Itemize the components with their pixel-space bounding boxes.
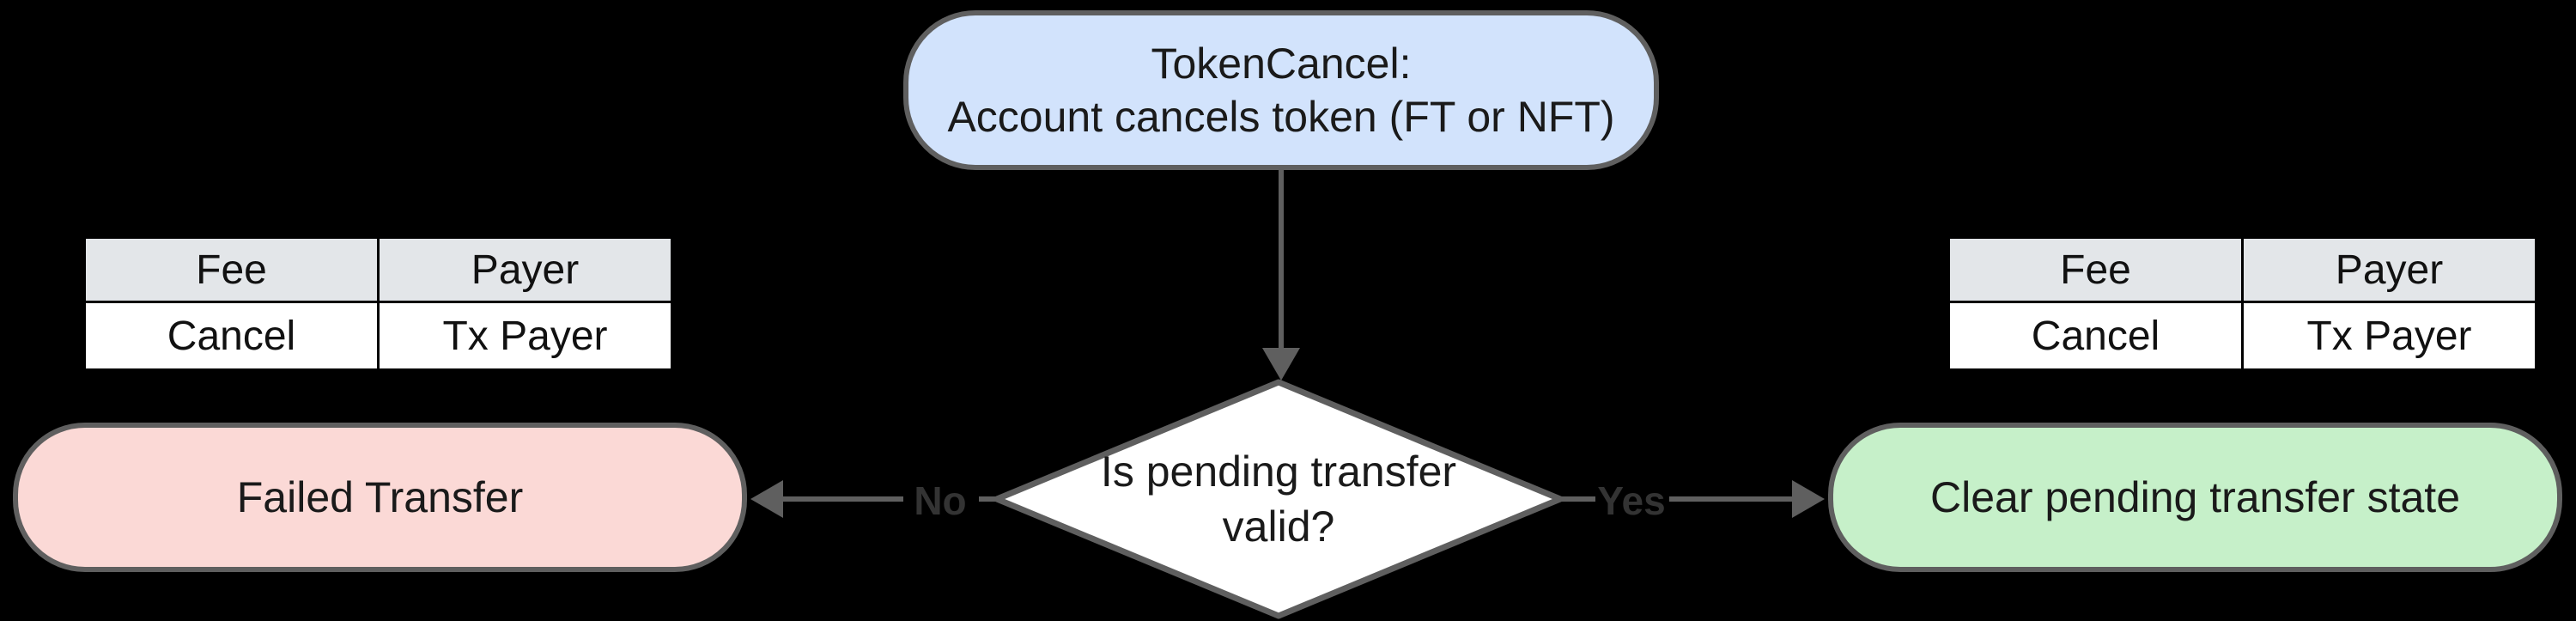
arrowhead-left-icon bbox=[750, 480, 783, 518]
edge-label-yes: Yes bbox=[1597, 478, 1666, 523]
fee-table-right-cell-payer: Tx Payer bbox=[2241, 301, 2537, 371]
fee-table-right-header-fee: Fee bbox=[1947, 236, 2244, 303]
fee-table-left-header-payer: Payer bbox=[377, 236, 673, 303]
clear-pending-transfer-node: Clear pending transfer state bbox=[1828, 423, 2562, 572]
fee-table-left-header-row: Fee Payer bbox=[83, 236, 673, 303]
fee-table-left-cell-payer: Tx Payer bbox=[377, 301, 673, 371]
decision-diamond-shape bbox=[993, 379, 1564, 619]
fee-table-left-cell-fee: Cancel bbox=[83, 301, 380, 371]
decision-node-label: Is pending transfer valid? bbox=[1100, 447, 1457, 551]
fee-table-right-cell-fee: Cancel bbox=[1947, 301, 2244, 371]
fee-table-right: Fee Payer Cancel Tx Payer bbox=[1947, 236, 2537, 371]
fee-table-left: Fee Payer Cancel Tx Payer bbox=[83, 236, 673, 371]
fee-table-right-data-row: Cancel Tx Payer bbox=[1947, 301, 2537, 371]
arrowhead-down-icon bbox=[1262, 348, 1300, 381]
start-node-label-line2: Account cancels token (FT or NFT) bbox=[947, 93, 1615, 141]
fee-table-left-data-row: Cancel Tx Payer bbox=[83, 301, 673, 371]
fee-table-right-header-payer: Payer bbox=[2241, 236, 2537, 303]
start-node-token-cancel: TokenCancel: Account cancels token (FT o… bbox=[903, 10, 1659, 170]
failed-transfer-label: Failed Transfer bbox=[236, 473, 524, 521]
arrowhead-right-icon bbox=[1792, 480, 1825, 518]
edge-label-no: No bbox=[914, 478, 967, 523]
clear-pending-transfer-label: Clear pending transfer state bbox=[1929, 473, 2461, 521]
failed-transfer-node: Failed Transfer bbox=[13, 423, 747, 572]
start-node-label-line1: TokenCancel: bbox=[1151, 40, 1412, 88]
start-node-label: TokenCancel: Account cancels token (FT o… bbox=[947, 37, 1614, 143]
fee-table-left-header-fee: Fee bbox=[83, 236, 380, 303]
fee-table-right-header-row: Fee Payer bbox=[1947, 236, 2537, 303]
